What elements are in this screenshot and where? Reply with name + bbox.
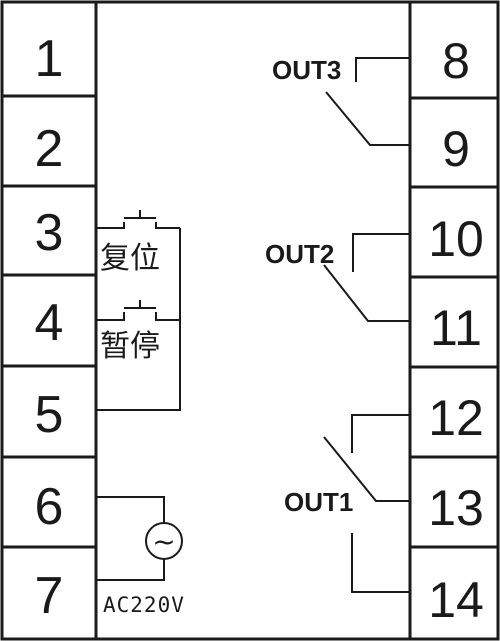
out3-label: OUT3 (272, 55, 341, 85)
terminal-14-label: 14 (428, 572, 484, 628)
reset-switch-label: 复位 (100, 241, 160, 276)
out1-relay-contact (323, 414, 410, 593)
out1-label: OUT1 (284, 487, 353, 517)
terminal-12-label: 12 (428, 390, 484, 446)
out3-relay-contact (325, 57, 410, 146)
out2-label: OUT2 (265, 239, 334, 269)
out2-relay-contact (323, 233, 410, 322)
terminal-6-label: 6 (35, 478, 64, 536)
terminal-3-label: 3 (35, 204, 64, 262)
pause-switch-label: 暂停 (100, 329, 160, 364)
terminal-1-label: 1 (35, 30, 64, 88)
terminal-9-label: 9 (442, 121, 470, 177)
power-voltage-label: AC220V (103, 593, 185, 617)
terminal-10-label: 10 (428, 211, 484, 267)
ac-wave-symbol: ~ (152, 525, 175, 558)
ac-source-icon (145, 522, 183, 560)
terminal-13-label: 13 (428, 480, 484, 536)
terminal-7-label: 7 (35, 567, 64, 625)
terminal-8-label: 8 (442, 33, 470, 89)
power-supply-wiring (96, 496, 165, 581)
reset-pause-switch-wiring (96, 210, 181, 411)
terminal-4-label: 4 (35, 294, 64, 352)
terminal-5-label: 5 (35, 386, 64, 444)
terminal-2-label: 2 (35, 120, 64, 178)
terminal-11-label: 11 (430, 300, 482, 356)
